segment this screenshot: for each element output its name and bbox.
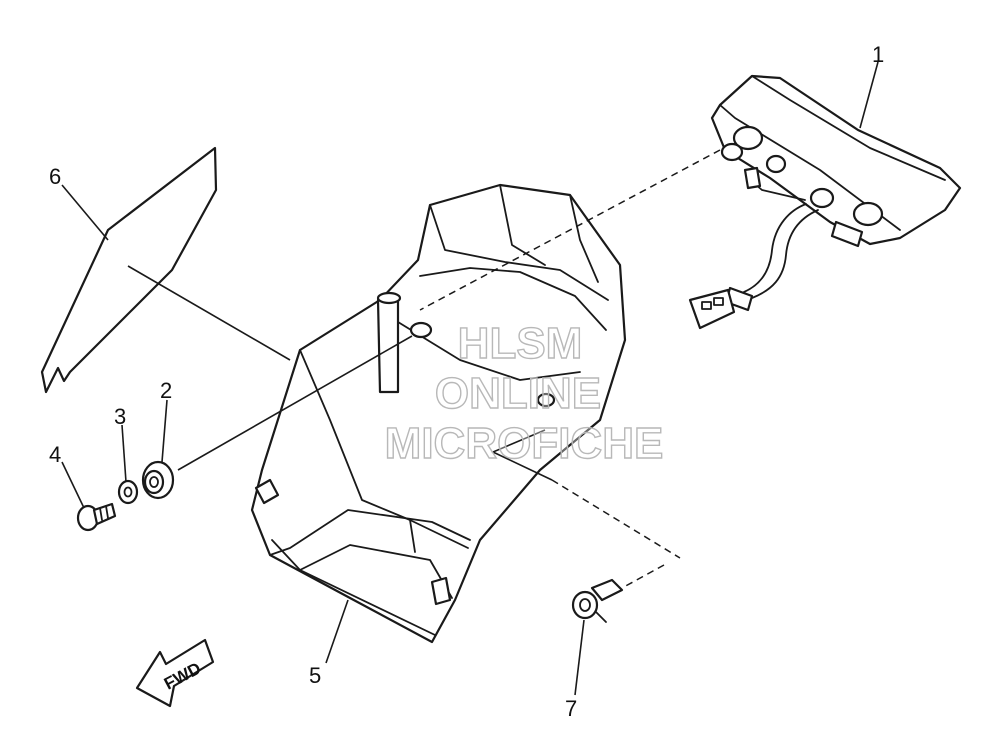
- watermark-line-2: ONLINE: [435, 369, 601, 418]
- leader-lines: [61, 61, 879, 696]
- callout-1: 1: [872, 42, 884, 67]
- callout-numbers: 1 2 3 4 5 6 7: [49, 42, 884, 721]
- callout-3: 3: [114, 404, 126, 429]
- grommet-part-2[interactable]: [141, 460, 175, 500]
- taillight-part-1[interactable]: [688, 74, 962, 330]
- watermark: HLSM ONLINE MICROFICHE: [384, 318, 664, 468]
- watermark-line-1: HLSM: [458, 319, 583, 368]
- screw-part-4[interactable]: [76, 502, 117, 532]
- callout-2: 2: [160, 378, 172, 403]
- housing-part-5[interactable]: [250, 183, 627, 644]
- callout-5: 5: [309, 663, 321, 688]
- fwd-arrow-icon: FWD: [135, 638, 215, 708]
- clamp-part-7[interactable]: [571, 578, 624, 623]
- washer-part-3[interactable]: [117, 479, 139, 505]
- alignment-lines: [419, 149, 721, 589]
- watermark-line-3: MICROFICHE: [385, 419, 664, 468]
- panel-part-6[interactable]: [40, 146, 218, 394]
- callout-6: 6: [49, 164, 61, 189]
- callout-7: 7: [565, 696, 577, 721]
- callout-4: 4: [49, 442, 61, 467]
